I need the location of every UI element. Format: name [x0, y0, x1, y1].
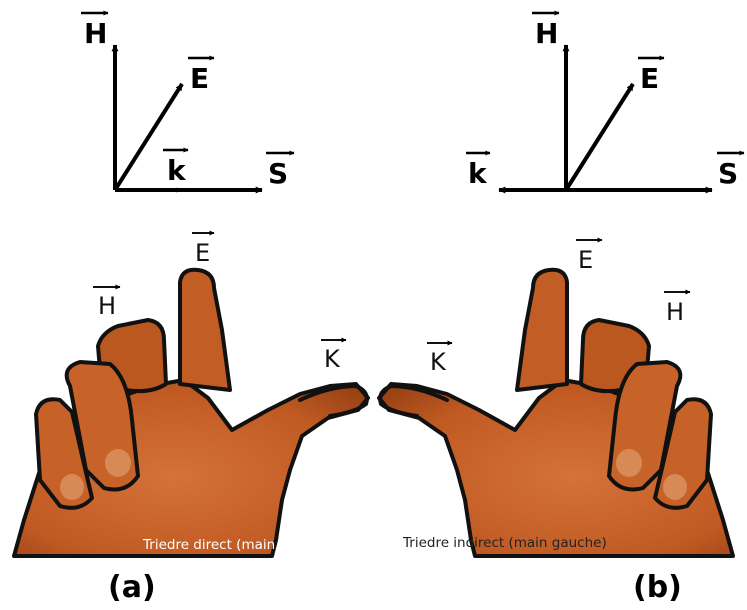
svg-text:H: H — [535, 17, 558, 50]
k-finger-label: K — [321, 337, 347, 373]
e-vector-arrow — [564, 82, 635, 192]
svg-text:K: K — [430, 348, 447, 376]
svg-text:E: E — [195, 239, 210, 267]
fingernail — [663, 474, 687, 500]
h-vector-label: H — [532, 10, 560, 50]
e-vector-arrow — [113, 82, 184, 192]
index-finger — [515, 267, 569, 392]
svg-text:H: H — [84, 17, 107, 50]
svg-text:k: k — [167, 154, 187, 187]
fingernail — [616, 449, 642, 477]
svg-text:E: E — [578, 246, 593, 274]
k-vector-label: k — [466, 150, 491, 190]
svg-text:H: H — [666, 298, 684, 326]
e-vector-label: E — [638, 55, 665, 95]
thumb — [298, 383, 369, 418]
h-finger-label: H — [664, 289, 691, 326]
e-finger-label: E — [192, 230, 215, 267]
panel-label-b: (b) — [633, 570, 682, 605]
fingernail — [60, 474, 84, 500]
index-finger — [178, 267, 232, 392]
fingernail — [105, 449, 131, 477]
svg-text:E: E — [640, 62, 659, 95]
left-hand-illustration: E H K Triedre indirect (main gauche) — [377, 237, 735, 558]
right-hand-illustration: E H K Triedre direct (main droite) — [12, 230, 370, 558]
svg-text:k: k — [468, 157, 488, 190]
h-finger-label: H — [93, 284, 121, 320]
svg-text:S: S — [268, 157, 288, 190]
k-vector-label: k — [163, 147, 189, 187]
k-finger-label: K — [427, 340, 453, 376]
caption-direct: Triedre direct (main droite) — [142, 537, 324, 553]
svg-text:E: E — [190, 62, 209, 95]
triad-direct: H E k S — [81, 10, 295, 194]
caption-indirect: Triedre indirect (main gauche) — [402, 535, 607, 551]
e-finger-label: E — [576, 237, 603, 274]
h-vector-label: H — [81, 10, 109, 50]
thumb — [378, 383, 449, 418]
svg-text:H: H — [98, 292, 116, 320]
e-vector-label: E — [188, 55, 215, 95]
svg-text:K: K — [324, 345, 341, 373]
s-vector-label: S — [717, 150, 745, 190]
panel-label-a: (a) — [108, 570, 156, 605]
svg-text:S: S — [718, 157, 738, 190]
triad-indirect: H E k S — [466, 10, 745, 194]
s-vector-label: S — [266, 150, 295, 190]
